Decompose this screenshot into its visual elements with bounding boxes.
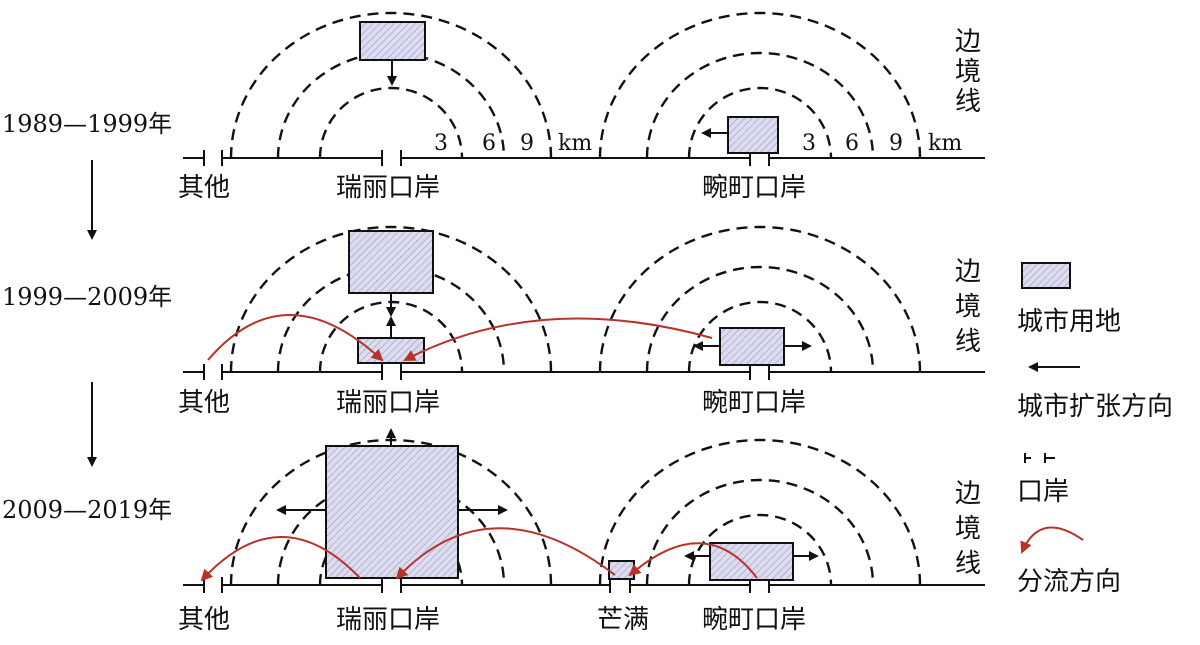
period-1999-2009: 1999—2009年 其他 瑞丽口岸 畹町口岸 边 境 [2, 225, 985, 467]
legend-port-symbol [1024, 453, 1055, 463]
ring-label-6: 6 [482, 131, 496, 156]
border-label-char: 境 [955, 514, 981, 544]
port-label-other: 其他 [178, 173, 230, 203]
urban-land-mangman [608, 560, 635, 580]
diversion-arrow [207, 314, 384, 362]
border-label-char: 边 [955, 257, 981, 287]
port-label-wanding: 畹町口岸 [702, 388, 806, 418]
ring-3km [687, 300, 833, 373]
diversion-arrow [628, 542, 758, 579]
diversion-arrow [403, 317, 713, 361]
legend-urban-land-swatch [1021, 262, 1071, 289]
ring-label-9: 9 [889, 131, 903, 156]
port-label-wanding: 畹町口岸 [702, 605, 806, 635]
ring-6km [645, 265, 875, 373]
period-year-label: 2009—2019年 [2, 496, 172, 524]
diversion-arrow [395, 527, 616, 580]
port-label-wanding: 畹町口岸 [702, 173, 806, 203]
ring-3km [318, 86, 464, 159]
border-label-char: 境 [955, 292, 981, 322]
ring-label-9: 9 [520, 131, 534, 156]
urban-land-ruili-port [357, 337, 425, 364]
urban-land-wanding [719, 327, 785, 366]
border-label-vertical: 边 境 线 [955, 27, 981, 117]
ring-9km [598, 225, 922, 373]
border-label-char: 线 [955, 327, 981, 357]
urban-land-ruili-old [348, 230, 434, 294]
legend-diversion-arrow [1020, 526, 1084, 554]
port-label-mangman: 芒满 [597, 605, 649, 635]
period-2009-2019: 2009—2019年 其他 瑞丽口岸 芒满 畹町口岸 [2, 428, 985, 635]
ring-9km [598, 11, 922, 159]
diversion-arrow [200, 536, 361, 582]
period-1989-1999: 1989—1999年 3 6 9 km 3 6 9 km [2, 11, 985, 240]
border-label-char: 边 [955, 479, 981, 509]
legend-expansion-label: 城市扩张方向 [1017, 392, 1173, 422]
port-label-ruili: 瑞丽口岸 [336, 388, 440, 418]
ring-9km [598, 438, 922, 586]
legend: 城市用地 城市扩张方向 口岸 分流方向 [1017, 262, 1173, 597]
ring-label-km: km [928, 131, 962, 156]
ring-label-3: 3 [802, 131, 816, 156]
ring-label-6: 6 [845, 131, 859, 156]
border-label-char: 线 [955, 87, 981, 117]
port-label-ruili: 瑞丽口岸 [336, 173, 440, 203]
urban-land-ruili [359, 21, 426, 61]
ring-label-km: km [558, 131, 592, 156]
border-label-char: 境 [955, 57, 981, 87]
urban-land-wanding [727, 116, 779, 154]
urban-land-ruili [325, 445, 459, 579]
port-label-other: 其他 [178, 388, 230, 418]
border-label-char: 线 [955, 549, 981, 579]
border-label-char: 边 [955, 27, 981, 57]
port-label-other: 其他 [178, 605, 230, 635]
legend-urban-land-label: 城市用地 [1017, 307, 1121, 337]
ring-3km [687, 513, 833, 586]
period-year-label: 1999—2009年 [2, 283, 172, 311]
legend-diversion-label: 分流方向 [1017, 567, 1121, 597]
ring-6km [645, 478, 875, 586]
border-label-vertical: 边 境 线 [955, 479, 981, 579]
ring-3km [687, 86, 833, 159]
period-year-label: 1989—1999年 [2, 110, 172, 138]
border-label-vertical: 边 境 线 [955, 257, 981, 357]
ring-6km [645, 51, 875, 159]
ring-label-3: 3 [434, 131, 448, 156]
legend-port-label: 口岸 [1017, 477, 1069, 507]
ring-9km [229, 225, 553, 373]
ring-9km [229, 11, 553, 159]
port-label-ruili: 瑞丽口岸 [336, 605, 440, 635]
